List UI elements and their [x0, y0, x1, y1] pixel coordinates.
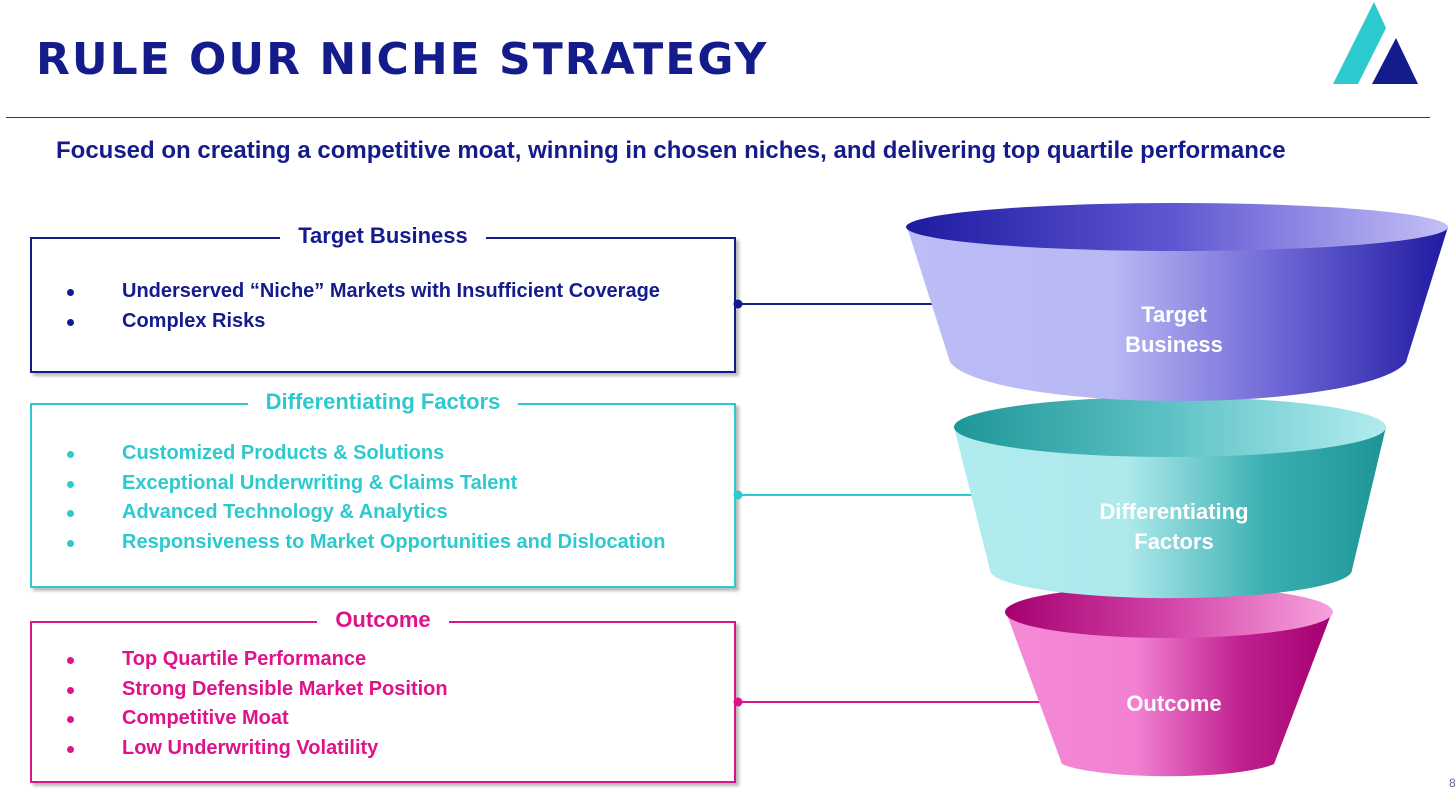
header-divider: [6, 117, 1430, 118]
bullet-icon: [67, 510, 74, 517]
outcome-list: Top Quartile Performance Strong Defensib…: [64, 645, 448, 763]
bullet-icon: [67, 480, 74, 488]
box-title-differentiating-factors: Differentiating Factors: [247, 389, 519, 414]
list-item: Underserved “Niche” Markets with Insuffi…: [64, 277, 660, 307]
triangle-a-logo-icon: [1333, 2, 1418, 84]
funnel-label-outcome: Outcome: [1126, 691, 1222, 716]
differentiating-factors-list: Customized Products & Solutions Exceptio…: [64, 439, 665, 557]
connector-target-business: [733, 299, 934, 309]
list-item: Exceptional Underwriting & Claims Talent: [64, 469, 665, 499]
differentiating-factors-box: Differentiating Factors Customized Produ…: [30, 389, 736, 588]
bullet-icon: [67, 451, 74, 458]
funnel-label-target-business: Target Business: [1125, 302, 1223, 357]
bullet-icon: [67, 657, 74, 664]
bullet-icon: [67, 716, 74, 723]
list-item: Competitive Moat: [64, 704, 448, 734]
outcome-box: Outcome Top Quartile Performance Strong …: [30, 607, 736, 783]
bullet-icon: [67, 745, 74, 753]
box-title-target-business: Target Business: [280, 223, 486, 248]
list-item: Customized Products & Solutions: [64, 439, 665, 469]
funnel-label-differentiating-factors: Differentiating Factors: [1099, 499, 1249, 554]
list-item: Low Underwriting Volatility: [64, 734, 448, 764]
target-business-box: Target Business Underserved “Niche” Mark…: [30, 223, 736, 373]
target-business-list: Underserved “Niche” Markets with Insuffi…: [64, 277, 660, 336]
connector-outcome: [733, 697, 1040, 707]
funnel-section-differentiating-factors: [954, 397, 1386, 599]
list-item: Strong Defensible Market Position: [64, 675, 448, 705]
list-item: Responsiveness to Market Opportunities a…: [64, 528, 665, 558]
list-item: Complex Risks: [64, 307, 660, 337]
box-title-outcome: Outcome: [317, 607, 449, 632]
bullet-icon: [67, 289, 74, 296]
page-subtitle: Focused on creating a competitive moat, …: [56, 137, 1286, 164]
list-item: Top Quartile Performance: [64, 645, 448, 675]
list-item: Advanced Technology & Analytics: [64, 498, 665, 528]
bullet-icon: [67, 539, 74, 547]
bullet-icon: [67, 318, 74, 326]
funnel-section-target-business: [906, 203, 1448, 402]
page-number: 8: [1449, 776, 1456, 790]
funnel-section-outcome: [1005, 586, 1333, 777]
bullet-icon: [67, 686, 74, 694]
connector-differentiating-factors: [733, 490, 972, 500]
page-title: RULE OUR NICHE STRATEGY: [36, 34, 769, 85]
